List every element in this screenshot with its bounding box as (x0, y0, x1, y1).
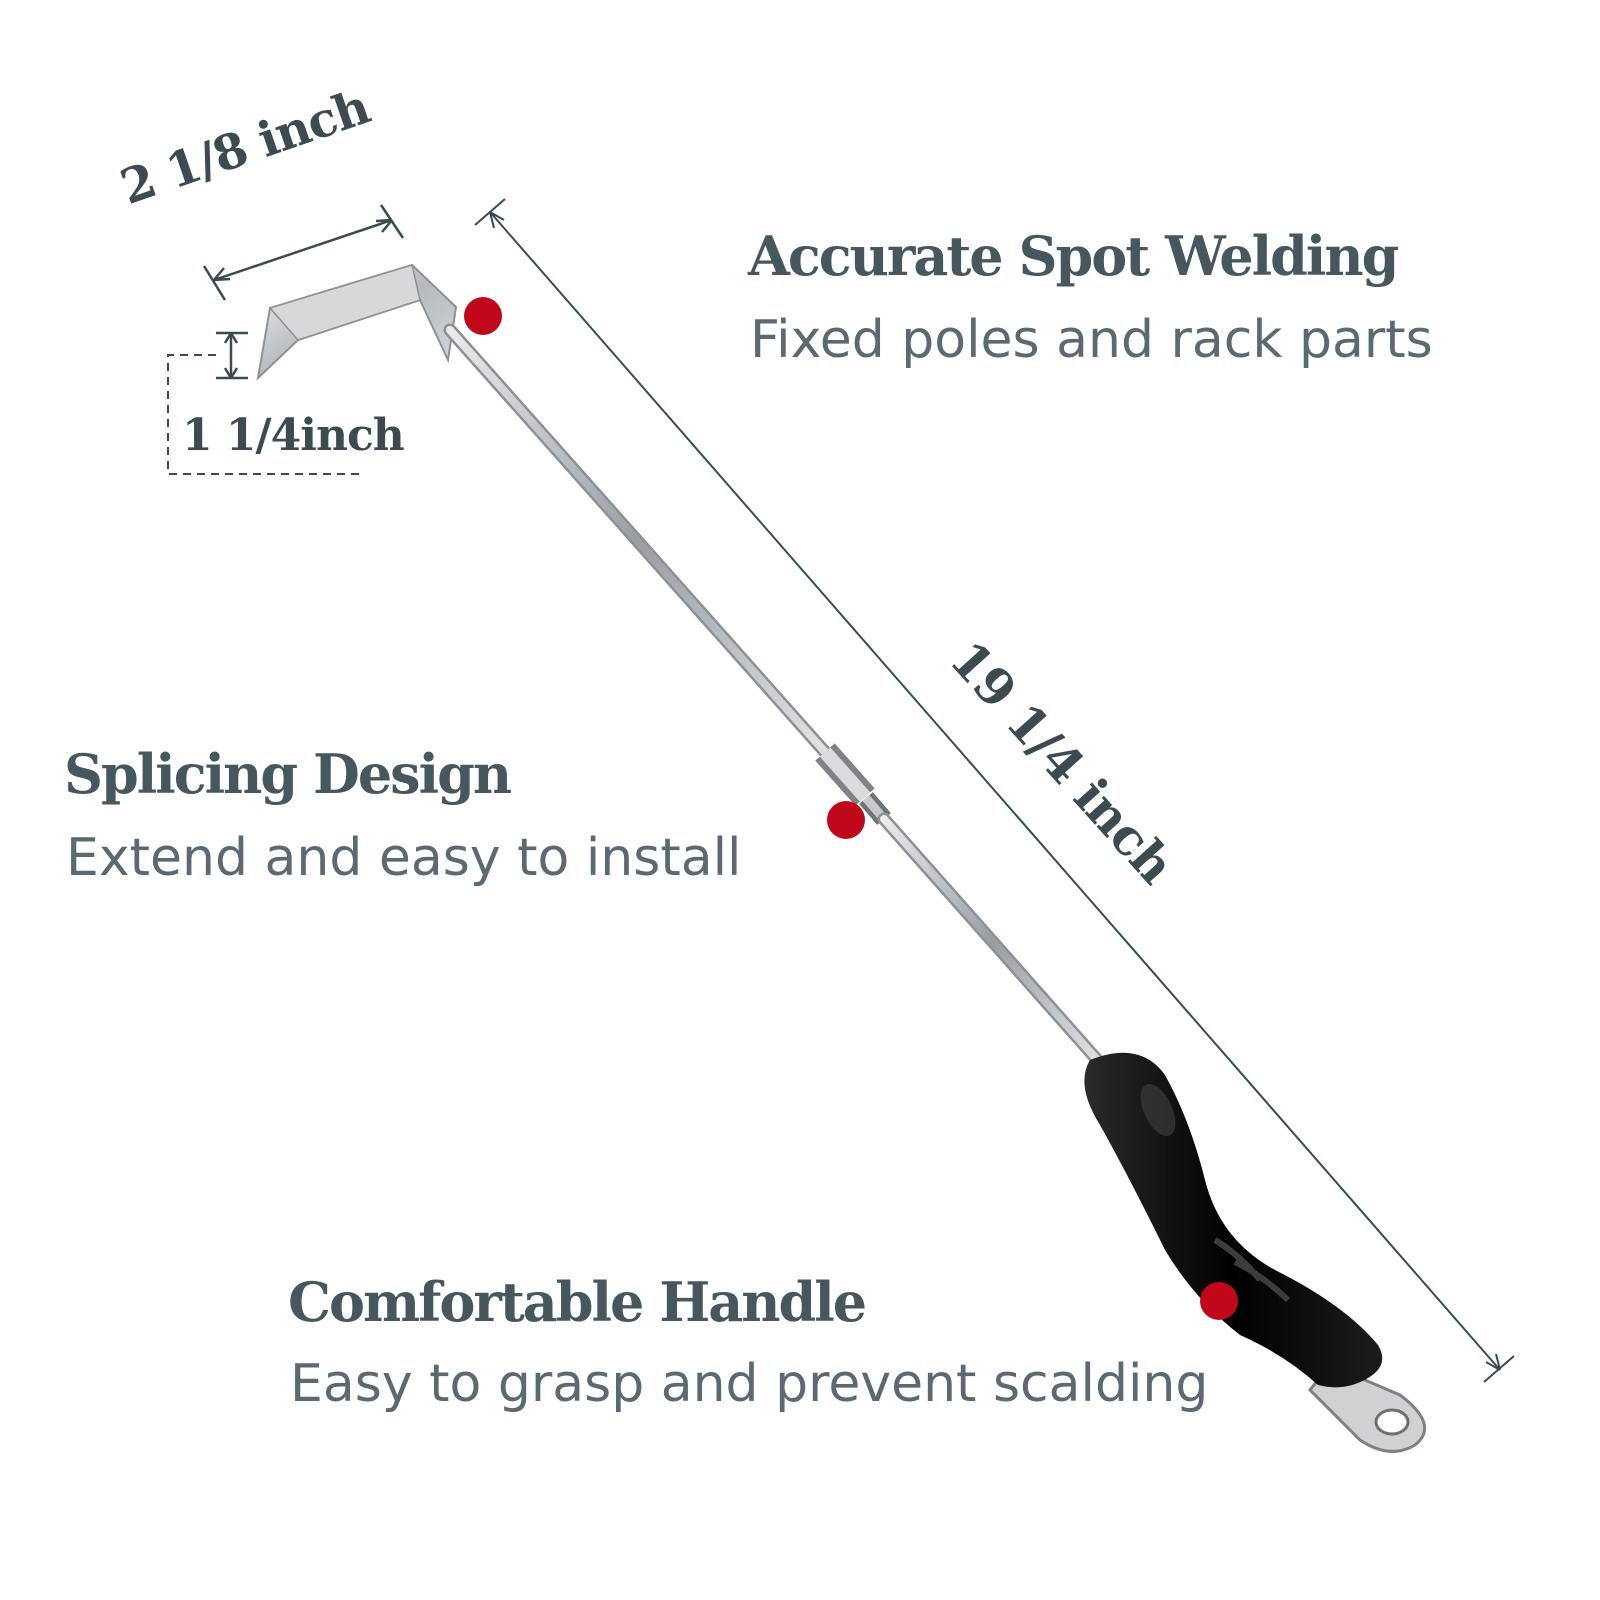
rod-lower (877, 812, 1107, 1070)
grip-handle (1084, 1052, 1383, 1388)
marker-dot-icon (827, 801, 865, 839)
total-length-dimension-line (474, 198, 1515, 1383)
marker-dot-icon (464, 297, 502, 335)
hook-height-label: 1 1/4inch (182, 410, 405, 461)
hook-height-dimension-line (167, 331, 360, 475)
marker-dot-icon (1200, 1282, 1238, 1320)
feature-title-splicing-design: Splicing Design (64, 742, 512, 806)
feature-desc-splicing-design: Extend and easy to install (66, 828, 742, 888)
hook-width-dimension-line (202, 204, 405, 301)
feature-title-spot-welding: Accurate Spot Welding (748, 224, 1399, 288)
feature-title-comfortable-handle: Comfortable Handle (288, 1270, 867, 1334)
feature-desc-spot-welding: Fixed poles and rack parts (750, 310, 1433, 370)
feature-desc-comfortable-handle: Easy to grasp and prevent scalding (290, 1354, 1209, 1414)
hook-head (256, 263, 458, 381)
rod-upper (443, 323, 832, 759)
